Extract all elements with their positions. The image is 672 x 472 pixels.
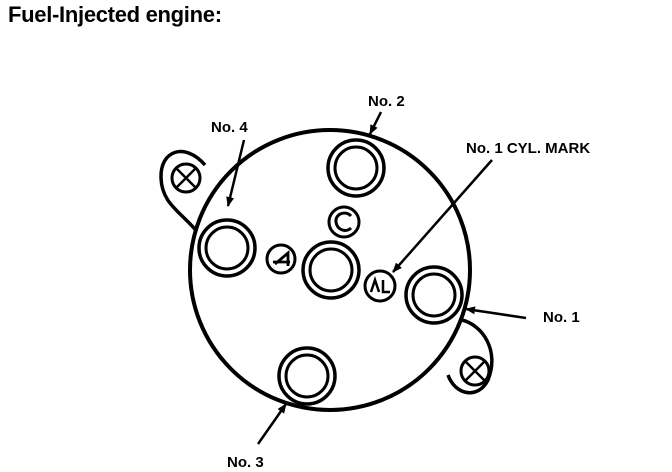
label-no3: No. 3: [227, 454, 264, 471]
label-cyl-mark: No. 1 CYL. MARK: [466, 140, 590, 157]
terminal-no1: [404, 265, 464, 325]
mounting-ear-left: [159, 149, 207, 237]
leader-arrow-cyl-mark: [392, 159, 493, 273]
leader-arrow-no2: [368, 111, 383, 135]
label-no4: No. 4: [211, 119, 248, 136]
embossed-mark-3: [327, 205, 361, 239]
label-no2: No. 2: [368, 93, 405, 110]
cylinder-1-mark-icon: [363, 269, 397, 303]
mounting-ear-right: [446, 318, 494, 395]
label-no1: No. 1: [543, 309, 580, 326]
terminal-no4: [197, 218, 257, 278]
terminal-no3: [277, 346, 337, 406]
page-title: Fuel-Injected engine:: [8, 2, 222, 27]
leader-arrow-no1: [465, 306, 527, 320]
leader-arrow-no3: [256, 403, 288, 445]
embossed-mark-4: [265, 243, 297, 275]
terminal-no2: [326, 138, 386, 198]
leader-arrow-no4: [226, 139, 246, 207]
terminal-center: [301, 240, 361, 300]
